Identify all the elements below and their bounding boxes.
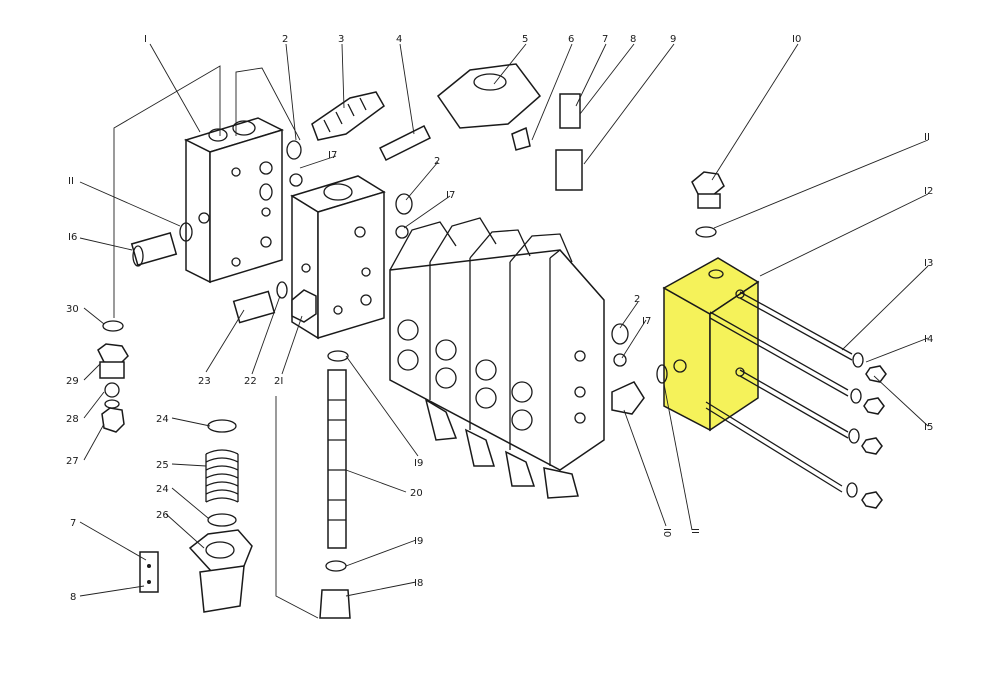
- callout-10: I0: [792, 34, 801, 45]
- callout-3: 3: [338, 34, 344, 45]
- callout-19-b: I9: [414, 536, 423, 547]
- callout-22: 22: [244, 376, 257, 387]
- callout-21: 2I: [274, 376, 283, 387]
- callout-26: 26: [156, 510, 169, 521]
- callout-23: 23: [198, 376, 211, 387]
- callout-12: I2: [924, 186, 933, 197]
- callout-17-a: I7: [328, 150, 337, 161]
- part-o-rings: [259, 140, 668, 415]
- part-cap-26: [188, 529, 253, 613]
- callout-2: 2: [282, 34, 288, 45]
- callout-24-a: 24: [156, 414, 169, 425]
- part-tie-bolts: [705, 291, 887, 509]
- callout-9: 9: [670, 34, 676, 45]
- callout-1: I: [144, 34, 147, 45]
- callout-25: 25: [156, 460, 169, 471]
- part-valve-block-1: [183, 117, 285, 284]
- callout-18: I8: [414, 578, 423, 589]
- callout-29: 29: [66, 376, 79, 387]
- part-end-plate-highlighted: [662, 257, 760, 432]
- part-top-assembly: [311, 63, 583, 191]
- part-spring-25: [205, 419, 239, 527]
- callout-27: 27: [66, 456, 79, 467]
- leader-lines: [79, 43, 929, 597]
- part-bracket-7-8: [139, 551, 159, 593]
- part-fitting-16: [130, 222, 193, 267]
- callout-13: I3: [924, 258, 933, 269]
- part-stack-27-30: [97, 320, 129, 433]
- callout-15: I5: [924, 422, 933, 433]
- callout-labels: I 2 3 4 5 6 7 8 9 I0 II I2 I3 I4 I5 II I…: [66, 34, 933, 603]
- callout-4: 4: [396, 34, 402, 45]
- callout-30: 30: [66, 304, 79, 315]
- part-spool-20: [275, 350, 351, 619]
- callout-8-b: 8: [70, 592, 76, 603]
- callout-11: II: [924, 132, 930, 143]
- callout-19-a: I9: [414, 458, 423, 469]
- callout-8: 8: [630, 34, 636, 45]
- callout-17-b: I7: [446, 190, 455, 201]
- callout-2-b: 2: [434, 156, 440, 167]
- callout-14: I4: [924, 334, 933, 345]
- callout-10-b: I0: [661, 528, 672, 537]
- callout-5: 5: [522, 34, 528, 45]
- part-fittings-21-23: [232, 281, 317, 324]
- callout-7: 7: [602, 34, 608, 45]
- callout-24-b: 24: [156, 484, 169, 495]
- callout-6: 6: [568, 34, 574, 45]
- part-plug-10: [691, 171, 725, 238]
- callout-2-c: 2: [634, 294, 640, 305]
- callout-17-c: I7: [642, 316, 651, 327]
- callout-11-left: II: [68, 176, 74, 187]
- callout-20: 20: [410, 488, 423, 499]
- callout-28: 28: [66, 414, 79, 425]
- callout-16: I6: [68, 232, 77, 243]
- callout-11-b: II: [689, 528, 700, 534]
- part-main-valve-stack: [389, 217, 605, 499]
- callout-7-b: 7: [70, 518, 76, 529]
